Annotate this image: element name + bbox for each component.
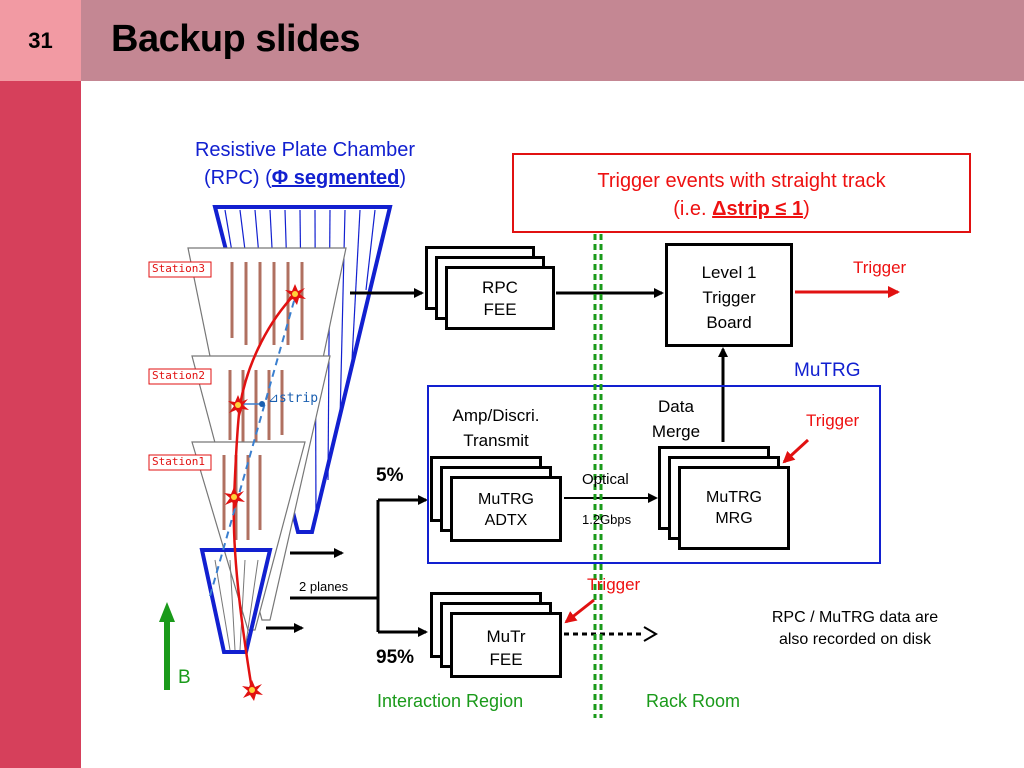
pct5-label: 5% xyxy=(376,465,404,486)
rpc-title: Resistive Plate Chamber (RPC) (Φ segment… xyxy=(160,136,450,192)
rpc-fee-line1: RPC xyxy=(482,278,518,297)
mutrg-mrg-box: MuTRG MRG xyxy=(678,466,790,550)
data-merge-line1: Data xyxy=(658,397,694,416)
title-bar xyxy=(81,0,1024,81)
trigger-mutr-label: Trigger xyxy=(587,575,641,594)
amp-line1: Amp/Discri. xyxy=(452,406,540,425)
rpc-title-line2: (RPC) (Φ segmented) xyxy=(204,167,406,189)
left-sidebar xyxy=(0,0,81,768)
mutrg-label: MuTRG xyxy=(794,360,861,381)
rpc-title-line1: Resistive Plate Chamber xyxy=(194,139,416,161)
station2-label: Station2 xyxy=(152,369,205,382)
disk-note-line2: also recorded on disk xyxy=(778,631,932,648)
interaction-region-label: Interaction Region xyxy=(377,691,524,711)
data-merge-line2: Merge xyxy=(651,422,701,441)
level1-line1: Level 1 xyxy=(701,263,757,282)
mutr-fee-line2: FEE xyxy=(489,650,523,669)
level1-trigger-board: Level 1 Trigger Board xyxy=(665,243,793,347)
rack-room-label: Rack Room xyxy=(646,691,741,711)
strip-label: ⊿strip xyxy=(268,391,319,406)
level1-line2: Trigger xyxy=(702,288,756,307)
slide-title: Backup slides xyxy=(111,18,361,60)
data-merge-label: Data Merge xyxy=(636,394,716,444)
trigger-note-box: Trigger events with straight track (i.e.… xyxy=(512,153,971,233)
small-chamber-strips xyxy=(214,559,259,651)
optical-label: Optical xyxy=(582,471,629,488)
rpc-fee-line2: FEE xyxy=(483,300,517,319)
mutrg-frame xyxy=(427,385,881,564)
adtx-line1: MuTRG xyxy=(478,491,534,508)
mutrg-adtx-box: MuTRG ADTX xyxy=(450,476,562,542)
straight-track-dashed xyxy=(209,293,297,597)
amp-discri-label: Amp/Discri. Transmit xyxy=(432,403,560,453)
disk-note: RPC / MuTRG data are also recorded on di… xyxy=(752,607,958,651)
trigger-note-line1: Trigger events with straight track xyxy=(597,170,886,192)
two-planes-label: 2 planes xyxy=(299,579,349,594)
station3-label: Station3 xyxy=(152,262,205,275)
mrg-line2: MRG xyxy=(715,510,753,527)
station1-label: Station1 xyxy=(152,455,205,468)
adtx-line2: ADTX xyxy=(484,512,528,529)
disk-note-line1: RPC / MuTRG data are xyxy=(771,609,939,626)
station1-panel xyxy=(191,441,306,631)
rpc-fee-box: RPC FEE xyxy=(445,266,555,330)
mutr-fee-line1: MuTr xyxy=(486,627,526,646)
level1-line3: Board xyxy=(706,313,752,332)
pct95-label: 95% xyxy=(376,647,415,668)
trigger-mrg-label: Trigger xyxy=(806,411,860,430)
mutr-fee-box: MuTr FEE xyxy=(450,612,562,678)
trigger-pointer-mutr xyxy=(564,598,595,624)
trigger-out-label: Trigger xyxy=(853,258,907,277)
page-number: 31 xyxy=(28,27,53,53)
trigger-note-line2: (i.e. Δstrip ≤ 1) xyxy=(673,198,810,220)
page-number-box: 31 xyxy=(0,0,81,81)
region-separator xyxy=(593,234,603,718)
gbps-label: 1.2Gbps xyxy=(582,512,632,527)
hit-markers xyxy=(224,284,306,701)
muon-track xyxy=(232,293,296,691)
amp-line2: Transmit xyxy=(463,431,529,450)
mrg-line1: MuTRG xyxy=(706,489,762,506)
b-field-label: B xyxy=(178,667,191,688)
trigger-pointer-mrg xyxy=(782,438,810,464)
